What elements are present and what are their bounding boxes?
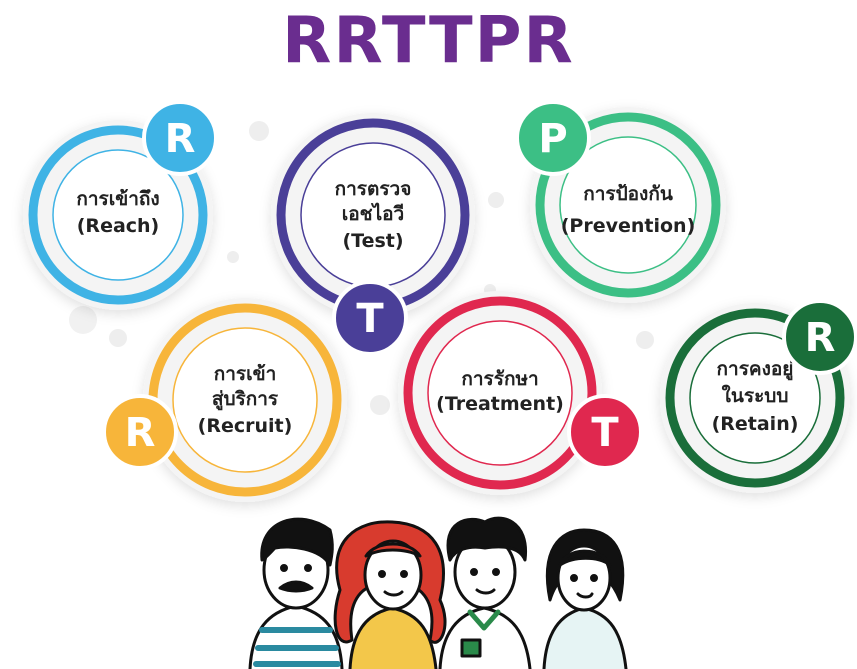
four-people-illustration — [248, 516, 628, 669]
step-reach-label-line-2: (Reach) — [77, 215, 160, 237]
step-prevention-ring — [535, 112, 721, 298]
step-test-badge-letter: T — [356, 296, 384, 342]
step-test-label-line-2: เอชไอวี — [342, 202, 404, 225]
step-recruit-badge-letter: R — [125, 410, 156, 456]
step-prevention-badge — [515, 100, 591, 176]
page-title: RRTTPR — [282, 4, 575, 78]
step-treatment-badge — [567, 394, 643, 470]
step-retain-label-line-2: ในระบบ — [722, 384, 789, 407]
step-recruit-badge — [102, 394, 178, 470]
step-retain-inner-disc — [689, 332, 821, 464]
step-recruit-label-line-1: การเข้า — [214, 363, 277, 385]
step-retain-badge-letter: R — [805, 315, 836, 361]
person-2-icon — [333, 520, 447, 669]
step-prevention-label-line-1: การป้องกัน — [583, 183, 673, 205]
step-treatment: การรักษา (Treatment) T — [398, 291, 643, 495]
step-reach-badge-letter: R — [165, 116, 196, 162]
step-treatment-badge-letter: T — [591, 410, 619, 456]
step-treatment-inner-disc — [427, 320, 573, 466]
step-recruit-label-line-3: (Recruit) — [198, 415, 293, 437]
step-prevention-inner-disc — [559, 136, 697, 274]
step-test-label-line-1: การตรวจ — [335, 178, 412, 200]
step-recruit: การเข้าสู่บริการ (Recruit) R — [102, 298, 347, 502]
step-reach-ring — [28, 125, 208, 305]
step-reach-badge — [142, 100, 218, 176]
step-retain-label-line-1: การคงอยู่ — [717, 358, 794, 381]
step-retain-ring — [665, 308, 845, 488]
step-reach-inner-disc — [52, 149, 184, 281]
step-recruit-inner-disc — [172, 327, 318, 473]
step-treatment-label-line-2: (Treatment) — [436, 393, 564, 415]
person-4-icon — [542, 528, 628, 669]
step-test-label-line-3: (Test) — [342, 230, 403, 252]
step-recruit-label-line-2: สู่บริการ — [212, 388, 279, 411]
step-retain-label-line-3: (Retain) — [712, 413, 799, 435]
step-retain: การคงอยู่ในระบบ (Retain) R — [660, 299, 857, 493]
person-1-icon — [248, 517, 344, 669]
step-treatment-label-line-1: การรักษา — [461, 368, 538, 390]
step-prevention-badge-letter: P — [538, 116, 567, 162]
step-test-badge — [332, 280, 408, 356]
person-3-icon — [438, 516, 532, 669]
step-treatment-ring — [403, 296, 597, 490]
step-reach-label-line-1: การเข้าถึง — [76, 188, 159, 210]
step-reach: การเข้าถึง (Reach) R — [23, 100, 218, 310]
step-prevention-label-line-2: (Prevention) — [561, 215, 696, 237]
step-prevention: การป้องกัน (Prevention) P — [515, 100, 726, 303]
step-retain-badge — [782, 299, 857, 375]
